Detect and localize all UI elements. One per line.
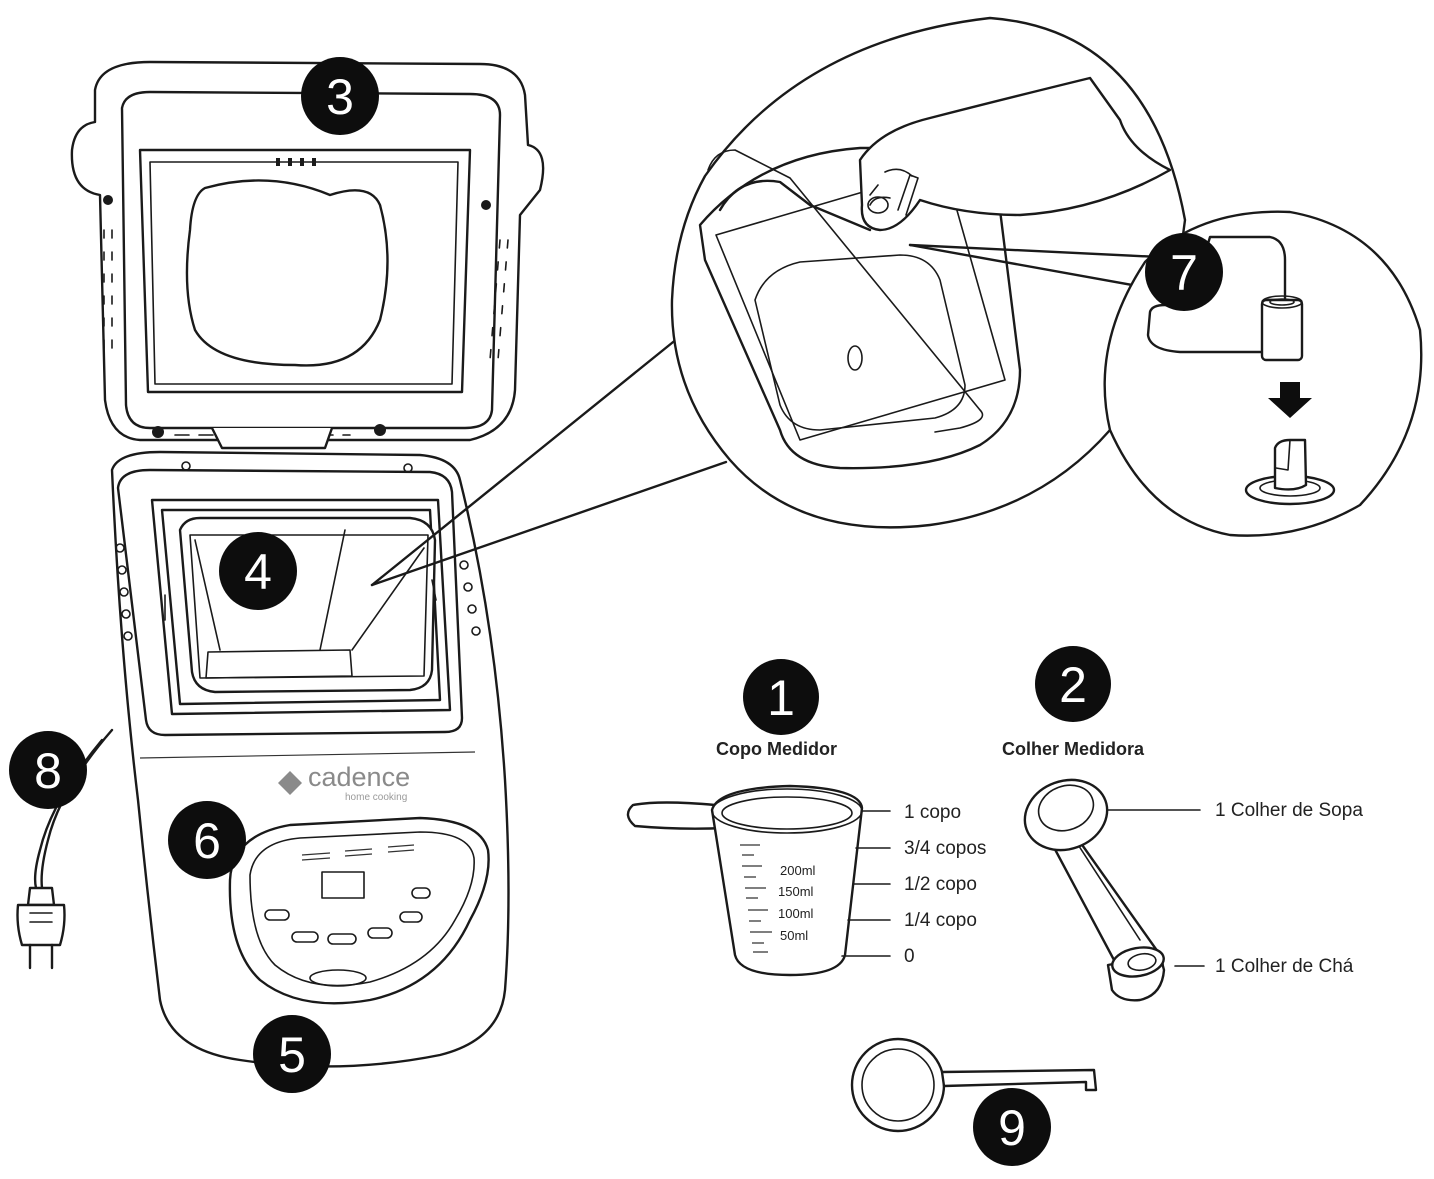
badge-2: 2 [1035, 646, 1111, 722]
cup-title: Copo Medidor [716, 739, 837, 759]
ml-mark-150: 150ml [778, 884, 814, 899]
panel-labels [301, 844, 415, 861]
brand-logo: cadence home cooking [278, 762, 410, 803]
control-panel [228, 816, 490, 1005]
cup-level-full: 1 copo [904, 802, 961, 823]
cup-level-quarter: 1/4 copo [904, 910, 977, 931]
paddle-removal-hook [850, 1037, 1098, 1133]
badge-4: 4 [219, 532, 297, 610]
spoon-title: Colher Medidora [1002, 739, 1145, 759]
cadence-logo-icon [278, 771, 302, 795]
cup-ml-marks: 200ml 150ml 100ml 50ml [778, 863, 816, 943]
svg-text:5: 5 [278, 1027, 306, 1083]
spoon-large-label: 1 Colher de Sopa [1215, 800, 1363, 821]
badge-7: 7 [1145, 233, 1223, 311]
svg-text:7: 7 [1170, 245, 1198, 301]
arrow-down-icon [1268, 382, 1312, 418]
brand-name: cadence [308, 762, 410, 792]
cup-level-three-quarters: 3/4 copos [904, 838, 986, 859]
svg-text:2: 2 [1059, 657, 1087, 713]
power-cord [16, 728, 114, 970]
brand-tagline: home cooking [345, 792, 407, 803]
cup-graduation-ticks [740, 844, 772, 953]
number-badges: 1 2 3 4 5 6 7 8 [9, 57, 1223, 1166]
measuring-spoon: 1 Colher de Sopa 1 Colher de Chá Colher … [1002, 739, 1363, 1002]
svg-text:8: 8 [34, 743, 62, 799]
svg-text:9: 9 [998, 1100, 1026, 1156]
detail-zoom [370, 16, 1187, 587]
cup-level-zero: 0 [904, 946, 915, 967]
lid-vents [276, 158, 316, 166]
svg-text:3: 3 [326, 69, 354, 125]
measuring-cup: 200ml 150ml 100ml 50ml 1 copo 3/4 copos … [626, 739, 986, 977]
svg-text:6: 6 [193, 813, 221, 869]
ml-mark-50: 50ml [780, 928, 808, 943]
panel-buttons [264, 887, 431, 987]
ml-mark-200: 200ml [780, 863, 816, 878]
spoon-small-label: 1 Colher de Chá [1215, 956, 1354, 977]
badge-8: 8 [9, 731, 87, 809]
svg-text:4: 4 [244, 544, 272, 600]
lid-screws [103, 195, 491, 438]
badge-3: 3 [301, 57, 379, 135]
lid [70, 60, 545, 450]
svg-text:1: 1 [767, 670, 795, 726]
cup-level-leaders [841, 810, 891, 957]
badge-5: 5 [253, 1015, 331, 1093]
bread-pan [164, 516, 437, 694]
badge-1: 1 [743, 659, 819, 735]
badge-9: 9 [973, 1088, 1051, 1166]
plug-icon [16, 886, 66, 970]
badge-6: 6 [168, 801, 246, 879]
lcd-display [321, 871, 365, 899]
body-side-dots [115, 461, 481, 641]
cup-level-half: 1/2 copo [904, 874, 977, 895]
bread-machine: cadence home cooking [16, 60, 545, 1068]
ml-mark-100: 100ml [778, 906, 814, 921]
